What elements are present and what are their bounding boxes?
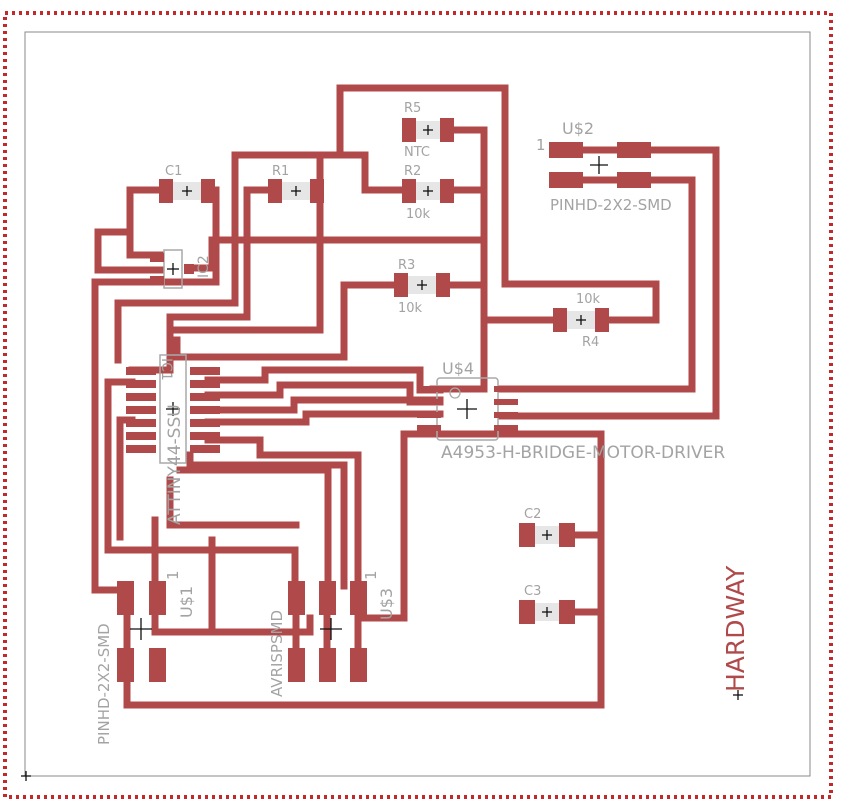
us1-part: PINHD-2X2-SMD: [95, 623, 113, 745]
us3-label: U$3: [377, 588, 396, 620]
c2-label: C2: [524, 507, 541, 522]
capacitor-c2[interactable]: C2: [519, 507, 575, 547]
r2-value: 10k: [406, 207, 431, 222]
header-us2[interactable]: 1 U$2 PINHD-2X2-SMD: [536, 119, 672, 214]
resistor-r3[interactable]: R3 10k: [394, 258, 450, 316]
r4-label: R4: [582, 335, 599, 350]
us2-label: U$2: [562, 119, 594, 138]
us4-label: U$4: [442, 359, 474, 378]
resistor-r4[interactable]: 10k R4: [553, 292, 609, 350]
r3-value: 10k: [398, 301, 423, 316]
resistor-r1[interactable]: R1: [268, 164, 324, 203]
brand-text: HARDWAY: [721, 565, 750, 692]
r4-value: 10k: [576, 292, 601, 307]
r2-label: R2: [404, 164, 421, 179]
r5-value: NTC: [404, 145, 430, 160]
board-dashed-frame: [3, 11, 833, 799]
r5-label: R5: [404, 101, 421, 116]
ic1-label: IC1: [158, 358, 174, 381]
header-us1[interactable]: 1 U$1 PINHD-2X2-SMD: [95, 570, 196, 745]
c3-label: C3: [524, 584, 541, 599]
us2-part: PINHD-2X2-SMD: [550, 196, 672, 214]
board-outline: [24, 31, 811, 777]
resistor-r2[interactable]: R2 10k: [402, 164, 454, 222]
us1-label: U$1: [177, 586, 196, 618]
r3-label: R3: [398, 258, 415, 273]
capacitor-c1[interactable]: C1: [159, 164, 215, 203]
c1-label: C1: [165, 164, 182, 179]
us3-pin1: 1: [362, 570, 380, 580]
us2-pin1: 1: [536, 136, 546, 154]
microcontroller-ic1[interactable]: IC1 ATTINY44-SSU: [126, 354, 220, 525]
isp-header-us3[interactable]: 1 U$3 AVRISPSMD: [268, 570, 396, 697]
ic1-part: ATTINY44-SSU: [165, 404, 185, 525]
us3-part: AVRISPSMD: [268, 610, 286, 697]
us4-part: A4953-H-BRIDGE-MOTOR-DRIVER: [441, 443, 725, 463]
r1-label: R1: [272, 164, 289, 179]
motor-driver-us4[interactable]: U$4 A4953-H-BRIDGE-MOTOR-DRIVER: [417, 359, 725, 463]
ic2-label: IC2: [196, 255, 212, 278]
resistor-r5[interactable]: R5 NTC: [402, 101, 454, 160]
capacitor-c3[interactable]: C3: [519, 584, 575, 624]
us1-pin1: 1: [164, 570, 182, 580]
regulator-ic2[interactable]: IC2: [150, 249, 212, 289]
